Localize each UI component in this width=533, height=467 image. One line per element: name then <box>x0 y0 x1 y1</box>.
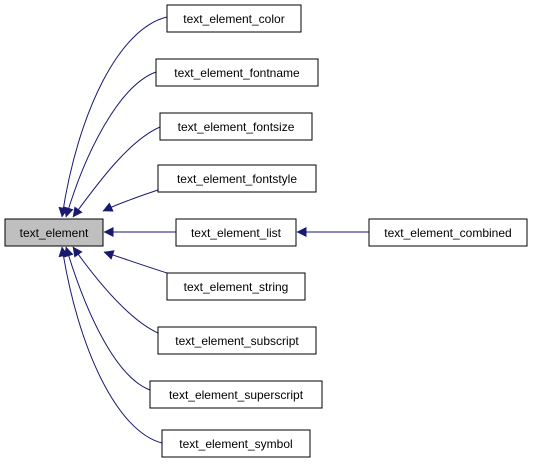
node-label: text_element_fontname <box>174 66 300 80</box>
node-label: text_element_superscript <box>169 388 304 402</box>
nodes-layer: text_element text_element_color text_ele… <box>4 4 528 458</box>
edge-text-element-superscript <box>63 246 151 391</box>
node-text-element-symbol[interactable]: text_element_symbol <box>161 429 311 458</box>
node-text-element-fontname[interactable]: text_element_fontname <box>155 58 319 87</box>
edge-text-element-symbol <box>58 246 163 444</box>
node-label: text_element_symbol <box>179 437 292 451</box>
node-label: text_element_combined <box>384 226 511 240</box>
node-text-element-string[interactable]: text_element_string <box>166 272 306 301</box>
node-text-element-list[interactable]: text_element_list <box>175 218 297 247</box>
node-text-element-color[interactable]: text_element_color <box>166 4 302 33</box>
node-label: text_element_list <box>191 226 282 240</box>
node-text-element-fontsize[interactable]: text_element_fontsize <box>159 112 313 141</box>
node-label: text_element_fontstyle <box>177 172 297 186</box>
node-text-element-superscript[interactable]: text_element_superscript <box>149 380 323 409</box>
edge-text-element-fontname <box>63 71 157 218</box>
edge-text-element-subscript <box>72 246 159 334</box>
node-text-element-fontstyle[interactable]: text_element_fontstyle <box>157 164 317 193</box>
edges-layer <box>58 16 369 444</box>
node-label: text_element_string <box>184 280 289 294</box>
node-text-element-subscript[interactable]: text_element_subscript <box>157 326 317 355</box>
node-label: text_element_color <box>183 12 284 26</box>
edge-text-element-string <box>103 250 168 274</box>
edge-text-element-fontsize <box>72 126 161 218</box>
node-label: text_element <box>20 226 89 240</box>
node-text-element[interactable]: text_element <box>4 218 104 247</box>
edge-text-element-fontstyle <box>102 189 159 212</box>
node-label: text_element_subscript <box>175 334 299 348</box>
node-label: text_element_fontsize <box>178 120 295 134</box>
node-text-element-combined[interactable]: text_element_combined <box>368 218 528 247</box>
edge-text-element-color <box>58 16 168 218</box>
